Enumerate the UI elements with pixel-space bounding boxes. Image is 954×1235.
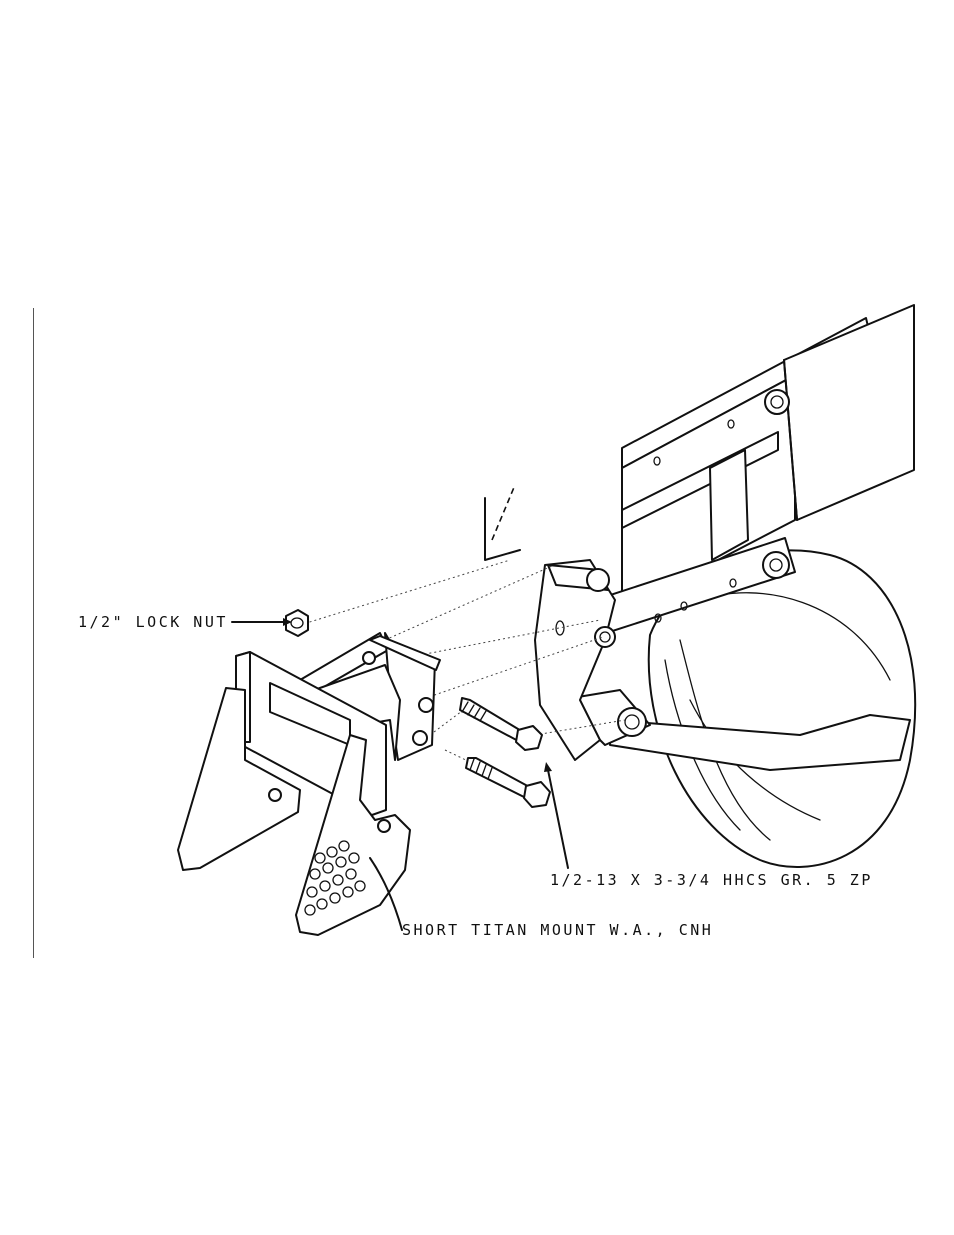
lock-nut-callout: 1/2" LOCK NUT xyxy=(78,613,228,631)
titan-mount-weldment xyxy=(178,633,440,935)
hex-bolt-upper xyxy=(460,698,542,750)
row-unit-frame xyxy=(485,485,520,560)
mount-callout: SHORT TITAN MOUNT W.A., CNH xyxy=(402,921,713,939)
hex-bolt-lower xyxy=(466,758,550,807)
bolt-callout: 1/2-13 X 3-3/4 HHCS GR. 5 ZP xyxy=(550,871,873,889)
